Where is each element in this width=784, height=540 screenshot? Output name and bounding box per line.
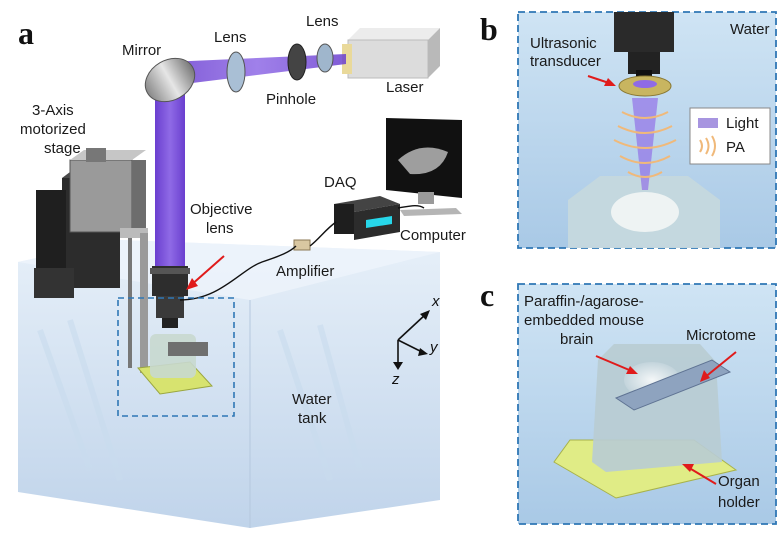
panel-label-a: a — [18, 15, 34, 51]
axis-z-arrow — [393, 362, 403, 370]
light-beam-b — [632, 98, 658, 190]
label-holder-2: holder — [718, 494, 760, 511]
label-brain-1: Paraffin-/agarose- — [524, 293, 644, 310]
cable-amp-daq — [309, 221, 337, 247]
label-water-b: Water — [730, 21, 769, 38]
laser-beam-vertical — [155, 86, 185, 268]
label-brain-3: brain — [560, 331, 593, 348]
axis-x-arrow — [420, 310, 430, 320]
brain-icon — [611, 192, 679, 232]
cable-transducer-amp — [179, 245, 297, 301]
label-daq: DAQ — [324, 174, 357, 191]
sample-holder — [137, 334, 214, 395]
label-lens-1: Lens — [214, 29, 247, 46]
label-stage-1: 3-Axis — [32, 102, 74, 119]
label-axis-z: z — [391, 371, 400, 388]
mirror-icon — [144, 57, 196, 103]
label-axis-x: x — [431, 293, 440, 310]
label-stage-3: stage — [44, 140, 81, 157]
laser — [342, 28, 440, 79]
daq-box — [334, 196, 400, 240]
label-pinhole: Pinhole — [266, 91, 316, 108]
label-computer: Computer — [400, 227, 466, 244]
objective-arrowhead — [186, 278, 198, 290]
objective-lens-b — [614, 12, 674, 52]
pa-waves — [613, 111, 677, 178]
label-transducer-1: Ultrasonic — [530, 35, 597, 52]
label-objective-1: Objective — [190, 201, 253, 218]
label-microtome: Microtome — [686, 327, 756, 344]
panel-label-c: c — [480, 277, 494, 313]
label-brain-2: embedded mouse — [524, 312, 644, 329]
lens-2-icon — [316, 43, 334, 73]
panel-c — [517, 283, 777, 525]
microtome-blade — [614, 359, 732, 411]
legend-box — [689, 107, 771, 165]
label-objective-2: lens — [206, 220, 234, 237]
axis-y-arrow — [418, 348, 428, 356]
pinhole-icon — [287, 43, 307, 81]
label-tank-1: Water — [292, 391, 331, 408]
axes-icon — [397, 313, 427, 364]
transducer-arrowhead — [604, 78, 616, 86]
cable-daq-computer — [397, 205, 425, 209]
lens-1-icon — [226, 51, 246, 93]
label-amplifier: Amplifier — [276, 263, 334, 280]
holder-arrowhead — [682, 464, 694, 472]
label-holder-1: Organ — [718, 473, 760, 490]
microtome-arrow — [703, 351, 737, 379]
brain-arrowhead — [626, 366, 638, 374]
legend-light-swatch — [698, 118, 718, 128]
label-tank-2: tank — [298, 410, 327, 427]
microtome-arrowhead — [700, 370, 710, 382]
label-axis-y: y — [429, 339, 439, 356]
label-stage-2: motorized — [20, 121, 86, 138]
zoom-region-box — [117, 297, 235, 417]
label-laser: Laser — [386, 79, 424, 96]
legend-pa-label: PA — [726, 139, 745, 156]
objective-lens — [150, 266, 190, 328]
water-tank — [18, 240, 440, 528]
computer — [386, 118, 462, 216]
panel-label-b: b — [480, 11, 498, 47]
objective-arrow — [189, 255, 225, 287]
amplifier-box — [293, 239, 311, 251]
label-transducer-2: transducer — [530, 53, 601, 70]
label-mirror: Mirror — [122, 42, 161, 59]
panel-b — [517, 11, 777, 249]
legend-light-label: Light — [726, 115, 759, 132]
motorized-stage — [34, 148, 148, 373]
label-lens-2: Lens — [306, 13, 339, 30]
brain-arrow — [595, 355, 635, 373]
legend-pa-swatch — [699, 135, 716, 157]
